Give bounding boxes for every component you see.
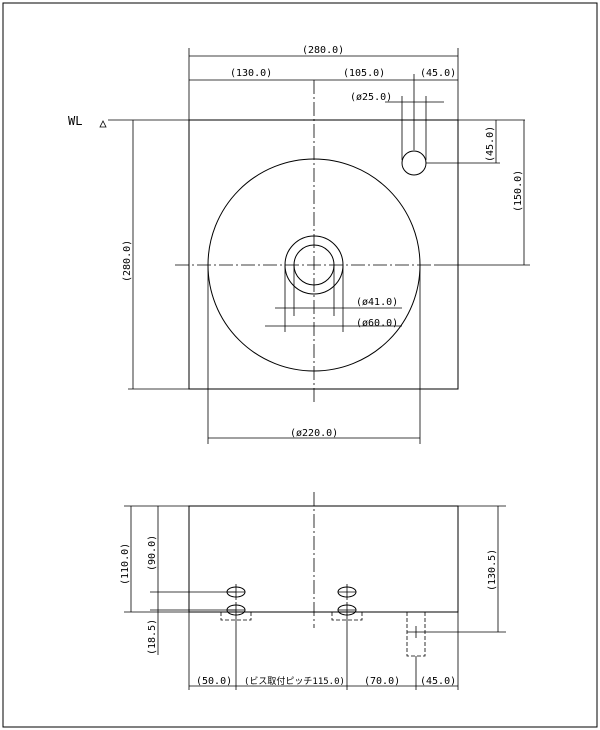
dim-bottom-a: (50.0) bbox=[196, 676, 232, 687]
dim-inner-height: (90.0) bbox=[147, 535, 158, 571]
dim-top-width: (280.0) bbox=[302, 45, 344, 56]
dim-side-height: (110.0) bbox=[120, 543, 131, 585]
dim-bowl-dia: (ø220.0) bbox=[290, 428, 338, 439]
dim-drain-outer: (ø60.0) bbox=[356, 318, 398, 329]
dim-overall-height: (130.5) bbox=[487, 549, 498, 591]
faucet-hole bbox=[401, 150, 427, 176]
screw-right bbox=[331, 584, 363, 622]
dim-bottom-c: (70.0) bbox=[364, 676, 400, 687]
dim-left-offset: (130.0) bbox=[230, 68, 272, 79]
dim-hole-depth: (45.0) bbox=[485, 126, 496, 162]
wl-label: WL bbox=[68, 114, 82, 128]
dim-base-offset: (18.5) bbox=[147, 619, 158, 655]
dim-height: (280.0) bbox=[122, 240, 133, 282]
side-view: (110.0) (90.0) (18.5) (130.5) (50.0) (ビス… bbox=[120, 492, 506, 690]
top-view-outline bbox=[188, 119, 459, 390]
dim-bottom-d: (45.0) bbox=[420, 676, 456, 687]
dim-mid-offset: (105.0) bbox=[343, 68, 385, 79]
side-view-outline bbox=[188, 505, 459, 613]
dim-right-offset: (45.0) bbox=[420, 68, 456, 79]
dim-drain-inner: (ø41.0) bbox=[356, 297, 398, 308]
dim-hole-center: (150.0) bbox=[513, 170, 524, 212]
dim-hole-dia: (ø25.0) bbox=[350, 92, 392, 103]
dim-bottom-pitch: (ビス取付ピッチ115.0) bbox=[244, 676, 345, 687]
drain-pipe bbox=[406, 611, 426, 657]
wl-triangle-icon bbox=[99, 120, 107, 128]
screw-left bbox=[220, 584, 252, 622]
top-view: WL (280.0) (130.0) (105.0) (45.0) (ø25.0… bbox=[68, 45, 530, 444]
